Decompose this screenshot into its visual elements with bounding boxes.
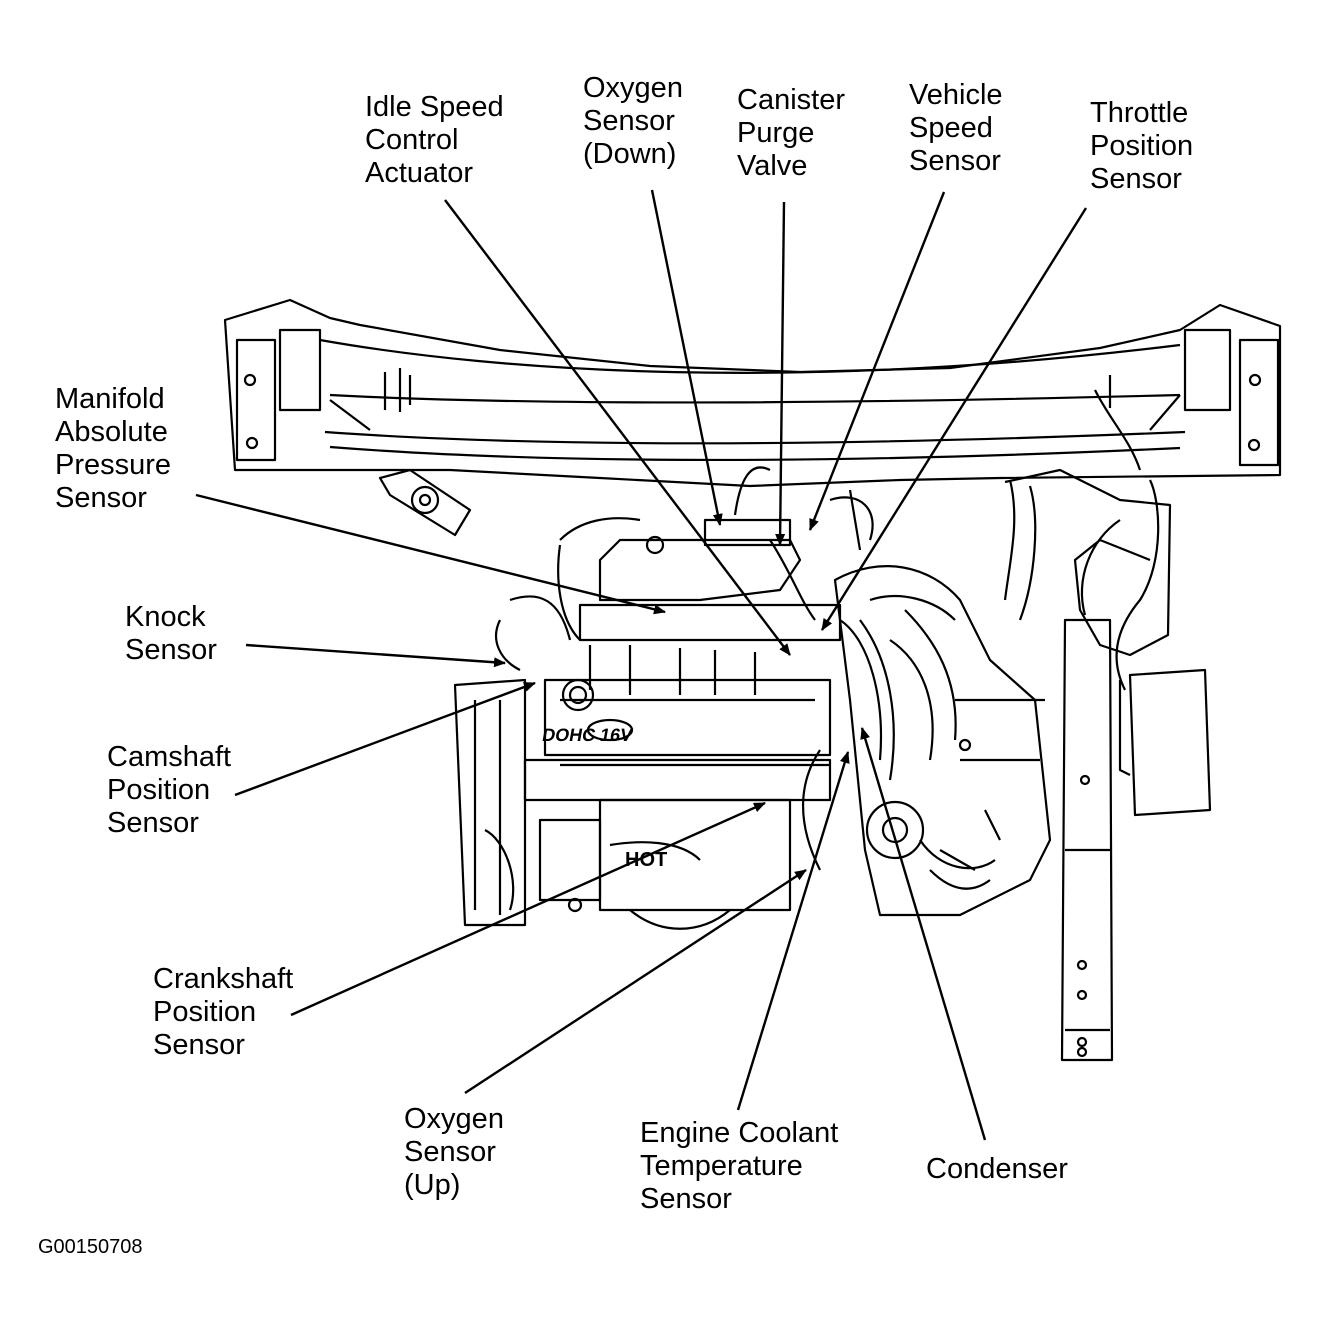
leader-vehicle-speed-sensor bbox=[808, 191, 946, 531]
engine-cover-mark-text: HOT bbox=[625, 849, 667, 871]
label-vehicle-speed-sensor: Vehicle Speed Sensor bbox=[909, 79, 1003, 177]
label-knock-sensor: Knock Sensor bbox=[125, 601, 217, 666]
label-camshaft-position-sensor: Camshaft Position Sensor bbox=[107, 741, 232, 839]
leader-canister-purge-valve bbox=[775, 201, 786, 546]
label-oxygen-sensor-down: Oxygen Sensor (Down) bbox=[583, 72, 683, 170]
figure-id: G00150708 bbox=[38, 1236, 143, 1258]
label-idle-speed-control-actuator: Idle Speed Control Actuator bbox=[365, 91, 504, 189]
label-crankshaft-position-sensor: Crankshaft Position Sensor bbox=[153, 963, 294, 1061]
leader-knock-sensor bbox=[245, 643, 506, 668]
engine-badge-text: DOHC 16V bbox=[541, 725, 634, 745]
leader-oxygen-sensor-up bbox=[464, 868, 807, 1095]
leader-oxygen-sensor-down bbox=[650, 189, 723, 526]
leader-idle-speed-control-actuator bbox=[444, 199, 791, 656]
label-condenser: Condenser bbox=[926, 1153, 1068, 1185]
leader-condenser bbox=[860, 727, 987, 1141]
leader-crankshaft-position-sensor bbox=[290, 801, 766, 1017]
leader-lines bbox=[195, 189, 1088, 1141]
label-oxygen-sensor-up: Oxygen Sensor (Up) bbox=[404, 1103, 504, 1201]
label-canister-purge-valve: Canister Purge Valve bbox=[737, 84, 845, 182]
leader-manifold-absolute-pressure-sensor bbox=[195, 493, 666, 615]
label-engine-coolant-temperature-sensor: Engine Coolant Temperature Sensor bbox=[640, 1117, 839, 1215]
engine-drawing bbox=[453, 466, 1160, 930]
label-manifold-absolute-pressure-sensor: Manifold Absolute Pressure Sensor bbox=[55, 383, 172, 514]
strut-tower-frame-rail-drawing bbox=[1003, 468, 1212, 1062]
radiator-support-drawing bbox=[223, 298, 1282, 537]
leader-throttle-position-sensor bbox=[820, 207, 1088, 631]
label-throttle-position-sensor: Throttle Position Sensor bbox=[1090, 97, 1194, 195]
leader-engine-coolant-temperature-sensor bbox=[736, 751, 850, 1111]
leader-camshaft-position-sensor bbox=[234, 681, 536, 797]
